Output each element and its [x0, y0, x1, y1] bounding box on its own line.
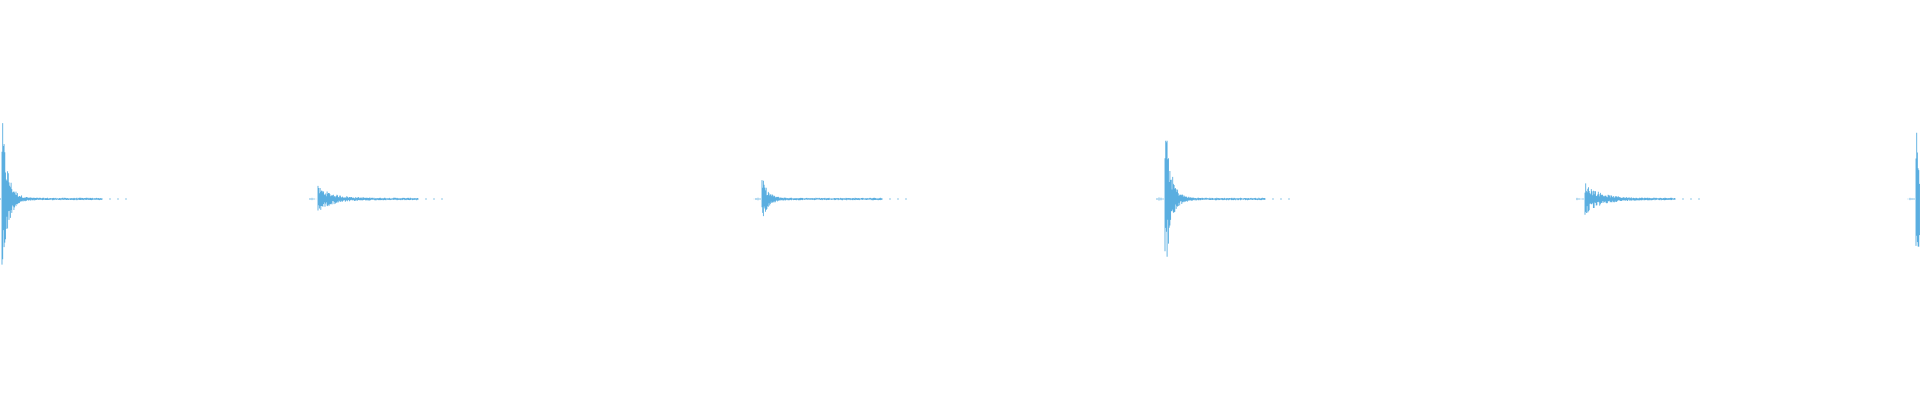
- waveform-transient-path: [753, 180, 907, 217]
- waveform-transient-path: [1907, 132, 1920, 247]
- waveform-transient-path: [309, 185, 443, 211]
- waveform-transient: [1907, 132, 1920, 247]
- waveform-transient-path: [0, 123, 127, 265]
- waveform-transient: [309, 185, 443, 211]
- waveform-transient: [1576, 183, 1700, 215]
- waveform-transient: [1156, 140, 1290, 257]
- waveform-transient-path: [1156, 140, 1290, 257]
- waveform-transient-path: [1576, 183, 1700, 215]
- waveform-transient: [0, 123, 127, 265]
- waveform-transient: [753, 180, 907, 217]
